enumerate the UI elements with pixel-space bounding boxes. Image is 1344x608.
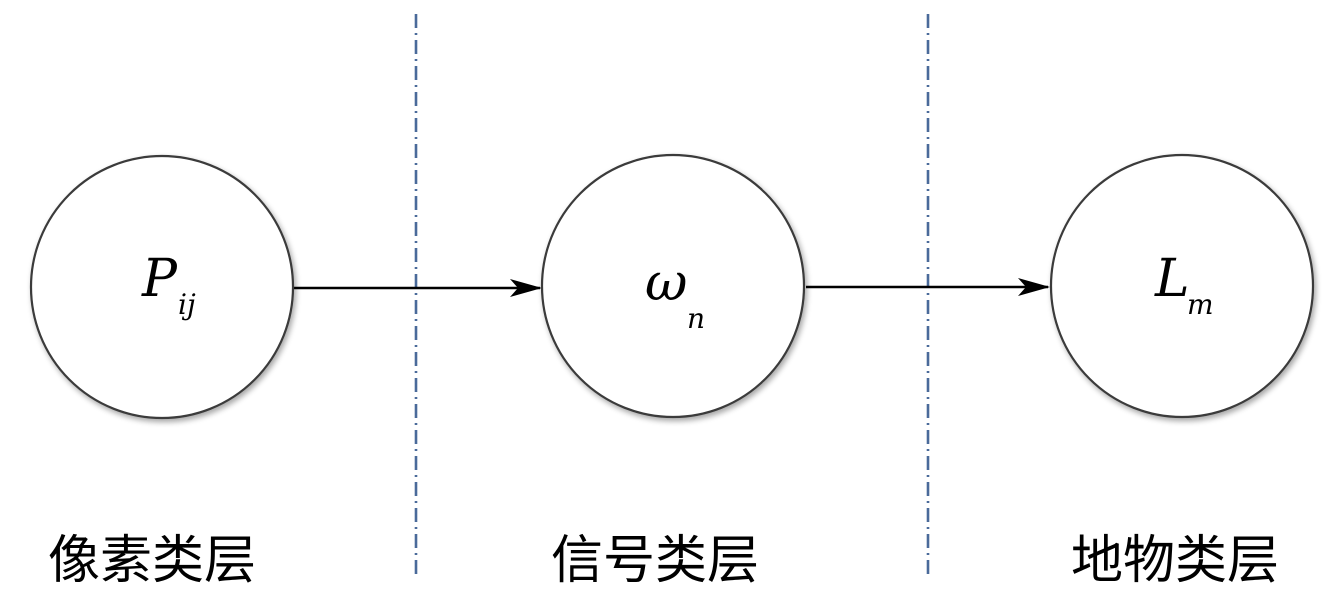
node-signal-circle bbox=[540, 153, 806, 419]
layer-label-object: 地物类层 bbox=[1071, 531, 1279, 591]
node-object: L m bbox=[1049, 153, 1315, 419]
node-object-symbol: L bbox=[1154, 249, 1190, 309]
node-pixel-symbol: P bbox=[141, 249, 178, 309]
node-pixel-subscript: ij bbox=[178, 288, 196, 321]
node-signal: ω n bbox=[540, 153, 806, 419]
node-signal-symbol: ω bbox=[645, 253, 687, 313]
node-pixel-circle bbox=[29, 154, 295, 420]
node-object-circle bbox=[1049, 153, 1315, 419]
layer-label-pixel: 像素类层 bbox=[48, 531, 256, 591]
node-object-subscript: m bbox=[1187, 288, 1214, 321]
node-pixel: P ij bbox=[29, 154, 295, 420]
node-signal-subscript: n bbox=[687, 302, 705, 335]
layer-label-signal: 信号类层 bbox=[551, 531, 759, 591]
